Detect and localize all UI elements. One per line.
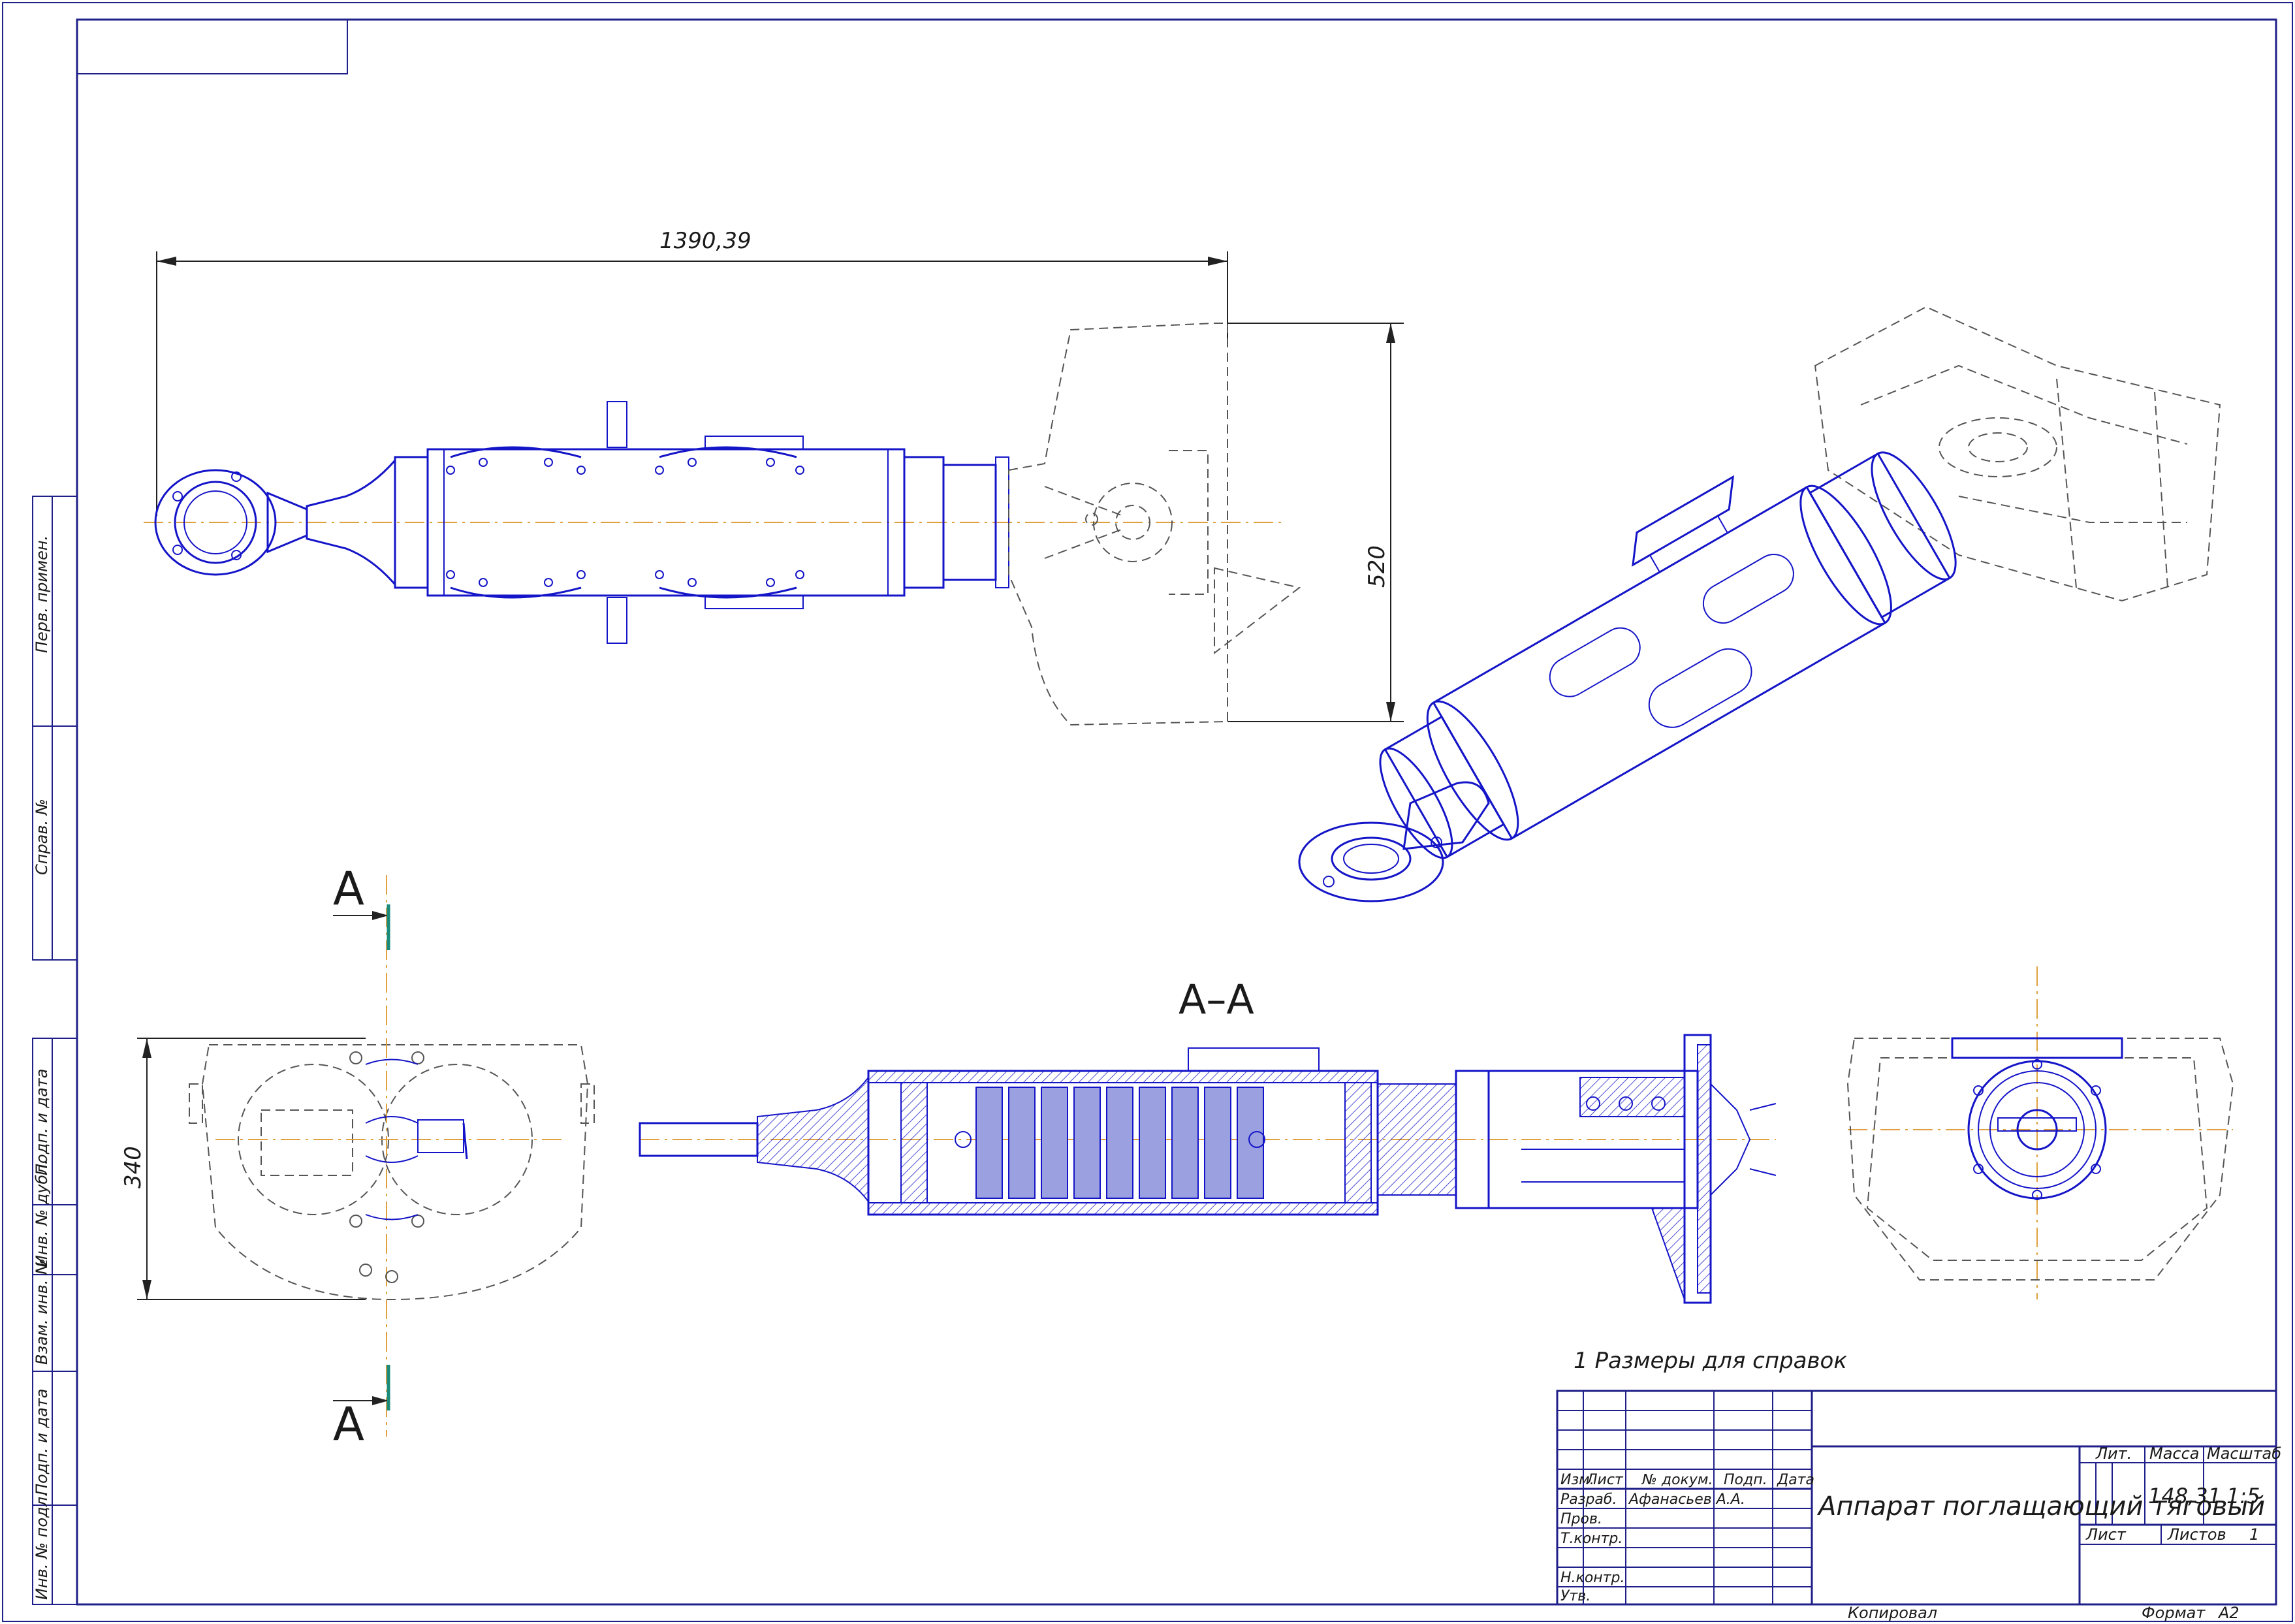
spring-pack — [975, 1087, 1264, 1199]
side-label-podp-data-1: Подп. и дата — [33, 1069, 51, 1176]
side-label-sprav-no: Справ. № — [33, 799, 51, 875]
section-label: A–A — [1179, 976, 1254, 1023]
tb-sheets-label: Листов — [2167, 1525, 2226, 1544]
tb-lit-label: Лит. — [2095, 1444, 2132, 1463]
tb-date: Дата — [1777, 1472, 1814, 1488]
side-label-podp-data-2: Подп. и дата — [33, 1389, 51, 1496]
tb-developer: Афанасьев А.А. — [1628, 1491, 1745, 1508]
tb-role-utv: Утв. — [1560, 1588, 1591, 1604]
top-view: 1390,39 520 — [144, 228, 1404, 726]
tb-sheets-value: 1 — [2249, 1525, 2259, 1544]
section-aa: A–A — [639, 976, 1777, 1304]
tb-role-razrab: Разраб. — [1560, 1491, 1617, 1508]
side-label-inv-podl: Инв. № подл. — [33, 1491, 51, 1600]
dim-overall-length: 1390,39 — [659, 228, 752, 254]
tb-izm: Изм. — [1560, 1472, 1594, 1488]
tb-role-tkontr: Т.контр. — [1560, 1531, 1622, 1547]
tb-format-value: А2 — [2217, 1604, 2240, 1622]
side-label-inv-dubl: Инв. № дубл. — [33, 1160, 51, 1267]
side-label-perv-primen: Перв. примен. — [33, 535, 51, 653]
tb-role-nkontr: Н.контр. — [1560, 1570, 1624, 1586]
end-view-left: 340 A A — [120, 862, 595, 1451]
tb-sign: Подп. — [1724, 1472, 1767, 1488]
tb-scale-label: Масштаб — [2207, 1444, 2281, 1463]
isometric-view — [1298, 306, 2221, 902]
side-columns: Перв. примен. Справ. № Подп. и дата Инв.… — [32, 496, 78, 1605]
tb-scale: 1:5 — [2226, 1484, 2260, 1508]
tb-mass: 148,31 — [2148, 1484, 2221, 1508]
drawing-note: 1 Размеры для справок — [1574, 1348, 1847, 1374]
tb-role-prov: Пров. — [1560, 1511, 1602, 1527]
cut-marker-bottom: A — [333, 1397, 364, 1451]
tb-copied: Копировал — [1848, 1604, 1937, 1622]
side-label-vzam-inv: Взам. инв. № — [33, 1258, 51, 1365]
tb-mass-label: Масса — [2149, 1444, 2200, 1463]
cut-marker-top: A — [333, 862, 364, 915]
tb-sheet-label: Лист — [2085, 1525, 2127, 1544]
tb-title: Аппарат поглащающий тяговый — [1816, 1491, 2265, 1521]
tb-doc-no: № докум. — [1641, 1472, 1713, 1488]
tb-format-label: Формат — [2142, 1604, 2206, 1622]
dim-height: 520 — [1364, 545, 1390, 588]
title-block: Изм. Лист № докум. Подп. Дата Разраб. Аф… — [1556, 1390, 2281, 1622]
dim-side-height: 340 — [120, 1146, 146, 1188]
end-view-right — [1846, 966, 2234, 1299]
tb-list: Лист — [1586, 1472, 1624, 1488]
